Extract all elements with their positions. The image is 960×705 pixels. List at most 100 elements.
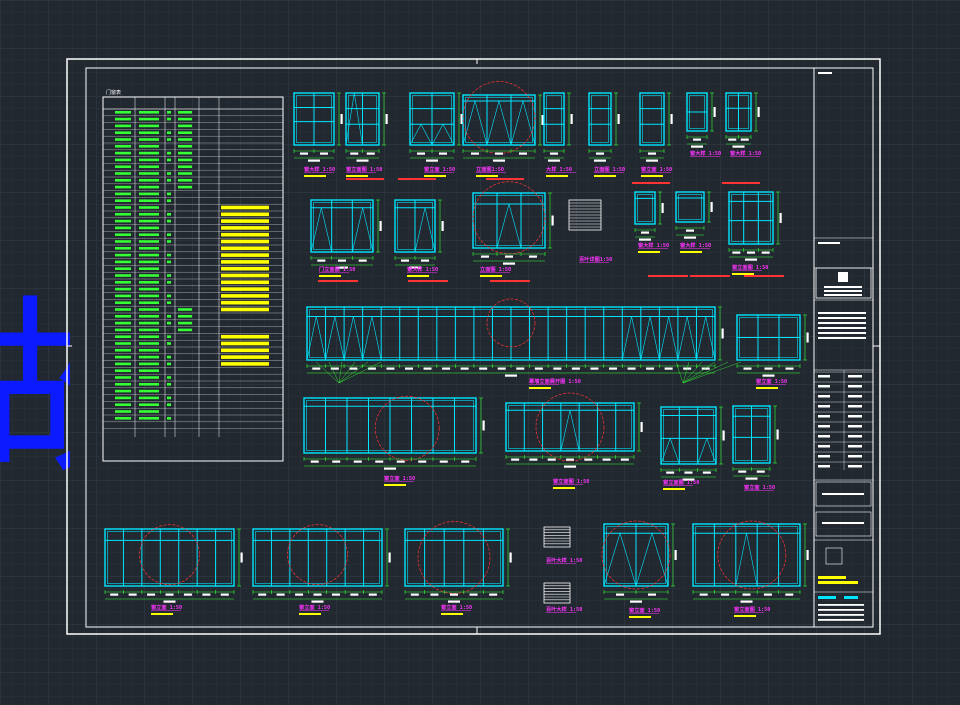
elevation-label: 窗立面 1:50: [744, 483, 775, 491]
schedule-cell-id: [115, 165, 131, 168]
window-elevation: [736, 314, 809, 377]
schedule-cell-id: [115, 253, 131, 257]
elevation-label: 窗大样 1:50: [304, 165, 335, 173]
dimension-text: [564, 465, 576, 468]
window-frame-inner: [508, 405, 632, 449]
schedule-cell-note: [221, 300, 269, 305]
dimension-text: [648, 152, 656, 155]
dimension-text: [409, 266, 421, 269]
schedule-cell-note: [221, 287, 269, 291]
elevation-label: 窗立面图 1:50: [346, 165, 382, 173]
dimension-text: [439, 460, 448, 463]
schedule-cell-size: [139, 403, 159, 406]
window-elevation: [345, 92, 388, 162]
seal-box: [825, 547, 843, 565]
window-elevation: [104, 524, 243, 603]
dimension-text: [596, 152, 604, 155]
schedule-cell-ref: [178, 151, 192, 155]
schedule-cell-id: [115, 410, 131, 413]
schedule-cell-id: [115, 199, 131, 202]
label-note: [424, 175, 446, 177]
dimension-text: [646, 367, 655, 370]
louvre-detail: [568, 199, 602, 231]
signature-label: [818, 435, 830, 438]
dimension-text: [183, 593, 192, 596]
signature-label: [818, 405, 830, 408]
window-elevation: [303, 395, 485, 470]
leader-line: [338, 361, 369, 384]
dimension-text: [128, 593, 137, 596]
schedule-cell-count: [167, 342, 171, 345]
elevation-label: 窗大样 1:50: [407, 265, 438, 273]
project-info-text: [818, 332, 866, 334]
schedule-cell-id: [115, 233, 131, 236]
schedule-cell-id: [115, 158, 131, 162]
window-frame: [310, 199, 374, 253]
window-elevation: [472, 181, 554, 265]
schedule-cell-ref: [178, 145, 192, 148]
project-info-text: [818, 327, 866, 329]
leader-line: [675, 361, 684, 384]
schedule-cell-size: [139, 294, 159, 298]
dimension-text: [258, 593, 267, 596]
opening-indicator: [621, 316, 642, 361]
schedule-cell-id: [115, 260, 131, 264]
detail-callout-circle: [139, 524, 200, 586]
window-elevation: [732, 405, 779, 480]
label-note: [553, 487, 575, 489]
schedule-cell-size: [139, 396, 159, 400]
dimension-text: [806, 550, 809, 560]
drawing-title-text: [822, 493, 864, 495]
window-frame-inner: [695, 526, 798, 584]
dimension-text: [630, 600, 642, 603]
dimension-text: [495, 152, 503, 155]
schedule-cell-count: [167, 294, 171, 298]
signature-value: [848, 445, 862, 448]
project-info-text: [818, 337, 866, 339]
dimension-text: [441, 221, 444, 231]
schedule-cell-size: [139, 389, 159, 393]
label-note: [346, 175, 368, 177]
label-note: [734, 615, 756, 617]
dimension-text: [358, 259, 367, 262]
company-name-text: [824, 286, 862, 288]
title-block-text: [818, 614, 864, 616]
window-frame: [252, 528, 383, 587]
dimension-text: [482, 420, 485, 431]
dimension-text: [548, 159, 560, 162]
dimension-text: [641, 231, 649, 234]
schedule-cell-size: [139, 376, 159, 379]
schedule-cell-size: [139, 342, 159, 345]
dimension-text: [738, 470, 747, 473]
schedule-cell-size: [139, 281, 159, 284]
detail-callout-circle: [287, 524, 348, 586]
window-frame: [728, 191, 774, 245]
leader-line: [315, 361, 340, 384]
signature-value: [848, 415, 862, 418]
dimension-text: [460, 367, 469, 370]
window-frame-inner: [591, 95, 609, 143]
opening-indicator: [325, 316, 345, 361]
drawing-number-text: [822, 522, 864, 524]
dimension-text: [602, 458, 611, 461]
dimension-text: [762, 374, 775, 377]
dimension-text: [661, 203, 664, 213]
label-note: [441, 613, 463, 615]
schedule-cell-size: [139, 158, 159, 162]
schedule-cell-ref: [178, 185, 192, 189]
elevation-label: 窗立面 1:50: [441, 603, 472, 611]
schedule-cell-id: [115, 213, 131, 216]
schedule-cell-size: [139, 199, 159, 202]
dimension-text: [764, 367, 773, 370]
schedule-cell-note: [221, 232, 269, 237]
schedule-cell-size: [139, 287, 159, 291]
dimension-text: [684, 471, 693, 474]
elevation-label: 窗立面图 1:50: [732, 263, 768, 271]
opening-indicator: [510, 99, 536, 146]
schedule-cell-id: [115, 206, 131, 209]
signature-value: [848, 395, 862, 398]
window-elevation: [543, 92, 573, 162]
window-elevation: [686, 92, 716, 148]
dimension-text: [220, 593, 229, 596]
